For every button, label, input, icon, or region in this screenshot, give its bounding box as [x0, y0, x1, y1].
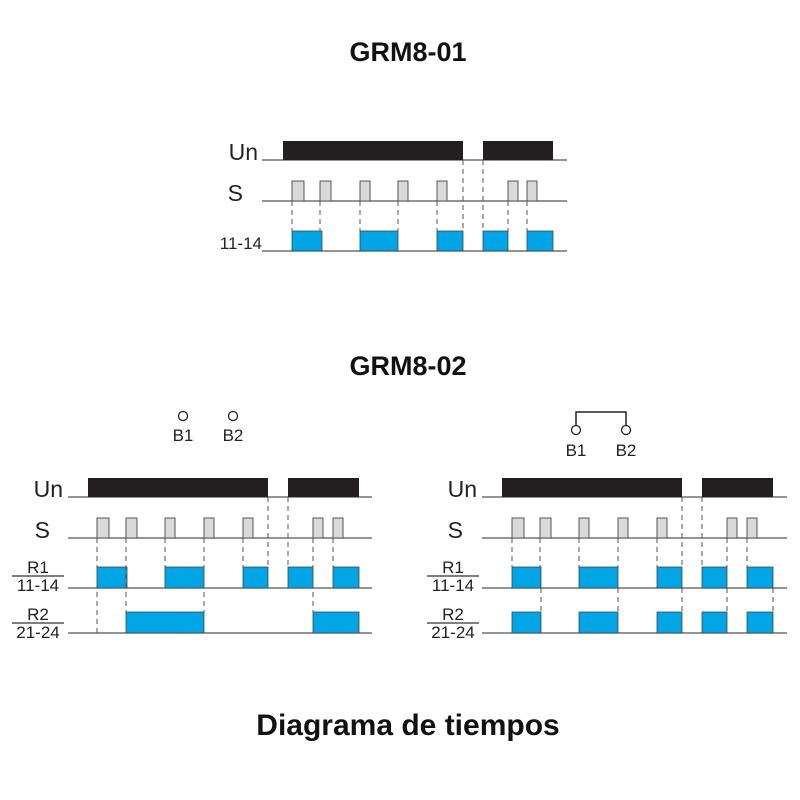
terminal-b1-icon	[570, 424, 582, 436]
timing-guides	[291, 160, 528, 231]
relay-on-block	[164, 566, 205, 589]
relay-on-block	[482, 230, 509, 252]
switch-pulse	[511, 517, 525, 539]
relay1-on-blocks	[96, 566, 360, 589]
footer-caption: Diagrama de tiempos	[256, 709, 559, 742]
switch-pulse	[319, 180, 332, 202]
switch-pulse	[96, 517, 110, 539]
relay-on-block	[746, 566, 774, 589]
supply-on-bar	[88, 478, 268, 497]
terminal-b2-label: B2	[616, 441, 637, 460]
supply-label: Un	[448, 476, 477, 502]
switch-pulse	[125, 517, 138, 539]
relay-on-block	[242, 566, 269, 589]
relay-on-block	[96, 566, 128, 589]
relay-on-block	[359, 230, 399, 252]
switch-label: S	[35, 517, 50, 543]
switch-label: S	[448, 517, 463, 543]
relay2-contacts-label: 21-24	[16, 623, 59, 642]
relay-on-block	[125, 611, 205, 634]
supply-on-bar	[702, 478, 773, 497]
supply-on-bar	[283, 141, 463, 160]
switch-pulse	[359, 180, 371, 202]
relay1-on-blocks	[511, 566, 774, 589]
relay-on-block	[287, 566, 314, 589]
relay2-name-label: R2	[27, 605, 49, 624]
switch-pulse	[578, 517, 590, 539]
timing-guides	[96, 497, 334, 633]
relay-on-block	[578, 611, 619, 634]
switch-pulses	[511, 517, 758, 539]
switch-pulse	[539, 517, 552, 539]
switch-pulse	[746, 517, 758, 539]
grm8-02-bridged-diagram: B1 B2 Un S R1 11-14 R2 21-24	[427, 411, 787, 642]
relay2-on-blocks	[125, 611, 360, 634]
relay-contacts-label: 11-14	[220, 234, 262, 253]
relay-on-block	[701, 566, 728, 589]
relay-on-blocks	[291, 230, 554, 252]
relay-on-block	[656, 566, 683, 589]
terminal-bridge-wire	[575, 411, 627, 426]
relay-on-block	[291, 230, 323, 252]
timing-guides	[511, 497, 774, 612]
switch-pulses	[291, 180, 538, 202]
switch-pulse	[203, 517, 215, 539]
relay2-on-blocks	[511, 611, 774, 634]
relay-on-block	[746, 611, 774, 634]
relay1-contacts-label: 11-14	[17, 576, 59, 595]
switch-pulse	[291, 180, 305, 202]
switch-pulse	[312, 517, 324, 539]
relay-on-block	[312, 611, 360, 634]
relay-on-block	[332, 566, 360, 589]
relay1-contacts-label: 11-14	[432, 576, 474, 595]
terminal-b1-label: B1	[173, 426, 194, 445]
terminal-b2-icon	[620, 424, 632, 436]
switch-pulse	[656, 517, 668, 539]
switch-pulses	[96, 517, 344, 539]
relay-on-block	[701, 611, 728, 634]
switch-pulse	[242, 517, 254, 539]
supply-label: Un	[229, 139, 258, 165]
relay-on-block	[578, 566, 619, 589]
switch-pulse	[726, 517, 738, 539]
terminal-b1-label: B1	[566, 441, 587, 460]
relay-on-block	[526, 230, 554, 252]
relay-on-block	[511, 611, 542, 634]
relay-on-block	[511, 566, 542, 589]
supply-on-bar	[483, 141, 553, 160]
supply-on-bar	[288, 478, 359, 497]
switch-pulse	[332, 517, 344, 539]
supply-label: Un	[34, 476, 63, 502]
relay-on-block	[436, 230, 464, 252]
relay1-name-label: R1	[27, 558, 49, 577]
relay2-contacts-label: 21-24	[431, 623, 474, 642]
supply-on-bar	[502, 478, 682, 497]
switch-label: S	[228, 180, 243, 206]
switch-pulse	[436, 180, 448, 202]
terminal-b2-icon	[227, 410, 239, 422]
relay-on-block	[656, 611, 683, 634]
switch-pulse	[507, 180, 519, 202]
terminal-b2-label: B2	[223, 426, 244, 445]
relay1-name-label: R1	[442, 558, 464, 577]
terminal-b1-icon	[177, 410, 189, 422]
title-grm8-02: GRM8-02	[349, 351, 466, 381]
title-grm8-01: GRM8-01	[349, 37, 466, 67]
relay2-name-label: R2	[442, 605, 464, 624]
grm8-01-diagram: Un S 11-14	[220, 139, 567, 253]
grm8-02-separate-diagram: B1 B2 Un S R1 11-14 R2 21-24	[12, 410, 372, 642]
switch-pulse	[617, 517, 629, 539]
switch-pulse	[526, 180, 538, 202]
switch-pulse	[397, 180, 409, 202]
switch-pulse	[164, 517, 176, 539]
